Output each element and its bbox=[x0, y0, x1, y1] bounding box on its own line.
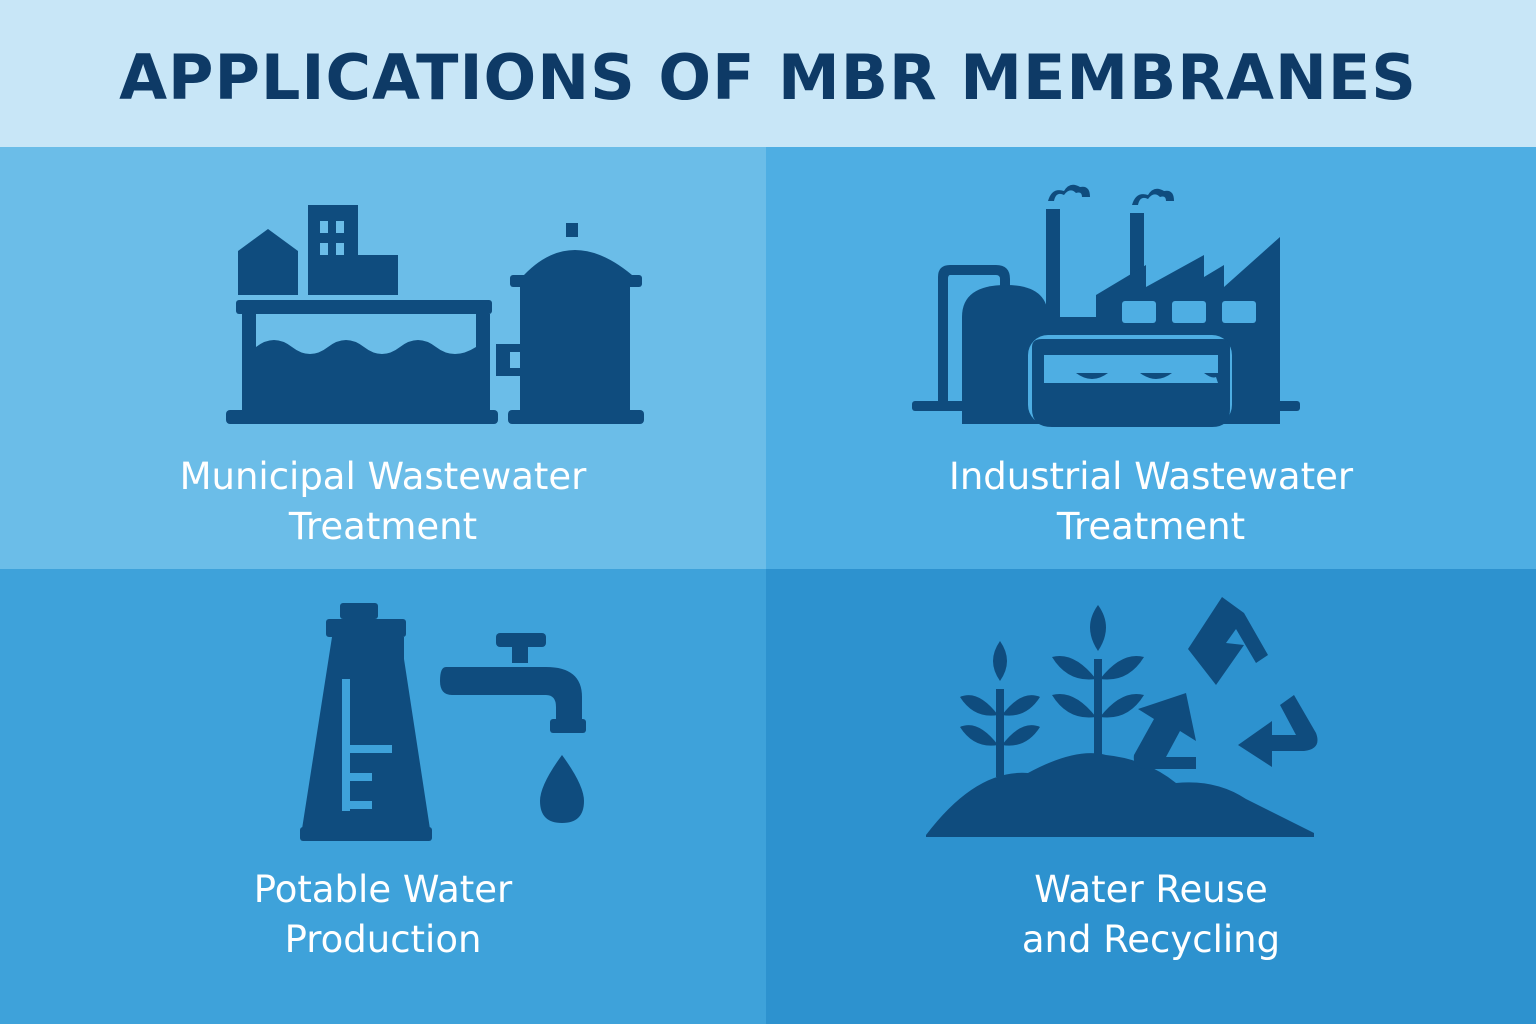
municipal-treatment-plant-icon bbox=[226, 205, 644, 424]
label-line-2: and Recycling bbox=[1021, 918, 1281, 961]
plants-recycle-icon bbox=[926, 597, 1318, 837]
page-title: APPLICATIONS OF MBR MEMBRANES bbox=[119, 41, 1417, 114]
header-banner: APPLICATIONS OF MBR MEMBRANES bbox=[0, 0, 1536, 147]
label-line-1: Potable Water bbox=[253, 868, 513, 911]
application-label: Industrial Wastewater Treatment bbox=[766, 452, 1536, 552]
water-tower-tap-icon bbox=[300, 603, 586, 841]
label-line-1: Industrial Wastewater bbox=[948, 455, 1354, 498]
application-label: Municipal Wastewater Treatment bbox=[0, 452, 766, 552]
label-line-1: Municipal Wastewater bbox=[179, 455, 587, 498]
application-panel-potable: Potable Water Production bbox=[0, 569, 766, 1024]
label-line-2: Treatment bbox=[1056, 505, 1246, 548]
label-line-2: Production bbox=[284, 918, 482, 961]
application-label: Water Reuse and Recycling bbox=[766, 865, 1536, 965]
application-panel-industrial: Industrial Wastewater Treatment bbox=[766, 147, 1536, 569]
application-label: Potable Water Production bbox=[0, 865, 766, 965]
label-line-2: Treatment bbox=[288, 505, 478, 548]
application-panel-reuse: Water Reuse and Recycling bbox=[766, 569, 1536, 1024]
application-panel-municipal: Municipal Wastewater Treatment bbox=[0, 147, 766, 569]
factory-icon bbox=[912, 184, 1300, 427]
label-line-1: Water Reuse bbox=[1034, 868, 1268, 911]
